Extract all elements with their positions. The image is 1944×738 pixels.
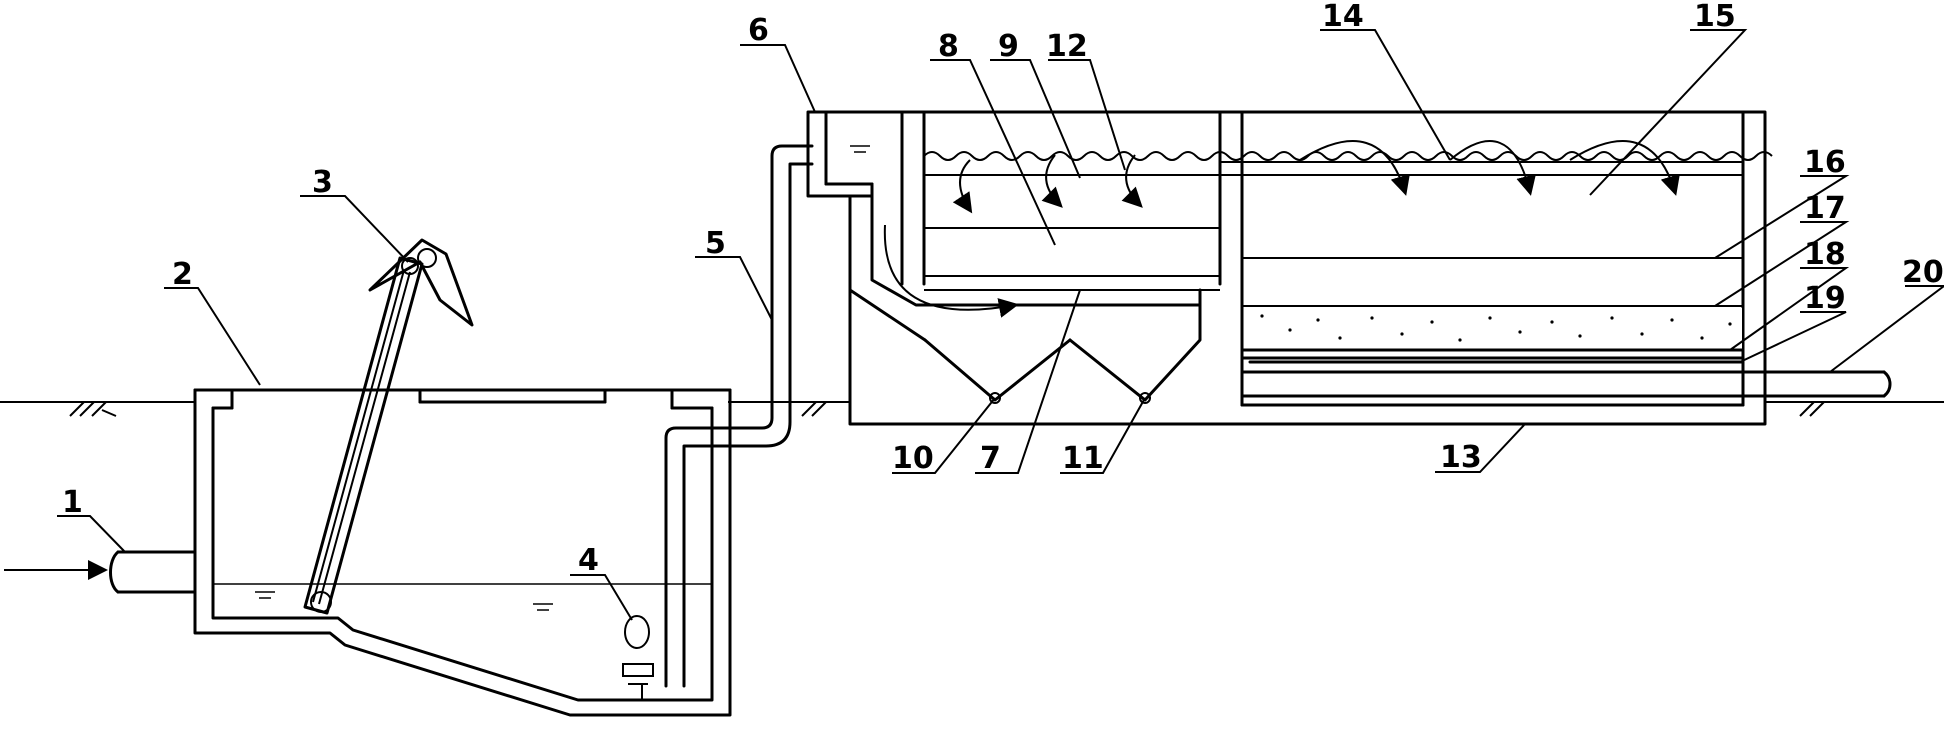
label-18: 18 bbox=[1804, 237, 1846, 272]
water-level-icon bbox=[850, 145, 870, 153]
label-12: 12 bbox=[1046, 29, 1088, 64]
label-20: 20 bbox=[1902, 255, 1944, 290]
label-4: 4 bbox=[578, 543, 599, 578]
label-17: 17 bbox=[1804, 191, 1846, 226]
spray-arrow bbox=[1299, 140, 1410, 196]
water-level-icon bbox=[255, 591, 553, 611]
water-surface bbox=[923, 151, 1773, 161]
spray-arrow bbox=[1449, 140, 1536, 196]
leader-lines bbox=[57, 29, 1944, 621]
label-13: 13 bbox=[1440, 440, 1482, 475]
riser-pipe bbox=[664, 144, 814, 688]
outflow-pipe bbox=[1240, 370, 1892, 398]
label-8: 8 bbox=[938, 29, 959, 64]
label-16: 16 bbox=[1804, 145, 1846, 180]
label-15: 15 bbox=[1694, 0, 1736, 34]
label-10: 10 bbox=[892, 441, 934, 476]
sand-texture bbox=[1260, 314, 1732, 342]
label-7: 7 bbox=[980, 441, 1001, 476]
label-14: 14 bbox=[1322, 0, 1364, 34]
settling-zone bbox=[924, 174, 1220, 291]
filter-media bbox=[1240, 257, 1745, 364]
spray-arrow bbox=[1569, 140, 1680, 196]
flow-channel bbox=[870, 194, 1202, 307]
label-2: 2 bbox=[172, 257, 193, 292]
label-9: 9 bbox=[998, 29, 1019, 64]
label-3: 3 bbox=[312, 165, 333, 200]
label-5: 5 bbox=[705, 226, 726, 261]
flow-channel bbox=[848, 194, 927, 342]
grit-tank bbox=[193, 388, 732, 717]
label-19: 19 bbox=[1804, 281, 1846, 316]
label-11: 11 bbox=[1062, 441, 1104, 476]
sludge-hoppers bbox=[923, 288, 1202, 404]
lift-pump bbox=[620, 615, 660, 701]
flow-arrow bbox=[1121, 154, 1143, 208]
inflow-pipe bbox=[109, 550, 197, 594]
flow-arrow bbox=[1041, 154, 1063, 208]
flow-arrow bbox=[952, 159, 973, 214]
distribution-pipe bbox=[1220, 161, 1743, 176]
ground-hatch-icon bbox=[69, 401, 1825, 417]
flow-arrow bbox=[883, 224, 1019, 318]
label-1: 1 bbox=[62, 485, 83, 520]
inclined-conveyor bbox=[303, 238, 474, 615]
label-6: 6 bbox=[748, 13, 769, 48]
